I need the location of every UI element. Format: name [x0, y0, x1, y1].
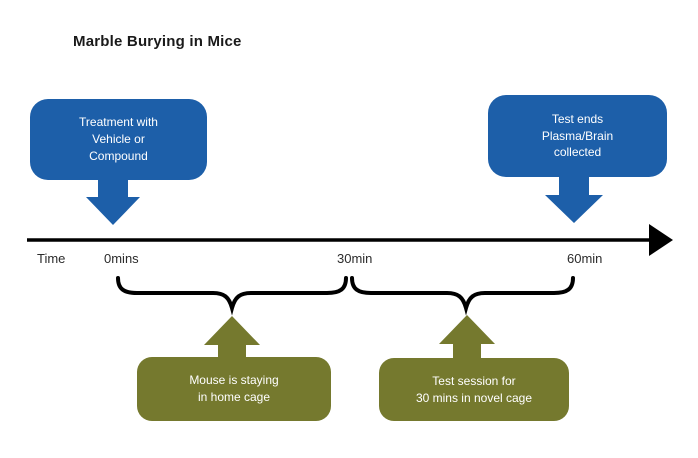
home-cage-box: Mouse is staying in home cage [137, 357, 331, 421]
tick-label-60min: 60min [567, 251, 603, 266]
home-cage-up-arrow-icon [204, 316, 260, 359]
novel-cage-box: Test session for 30 mins in novel cage [379, 358, 569, 421]
tick-label-0mins: 0mins [104, 251, 139, 266]
brace-0-30 [116, 276, 348, 316]
treatment-down-arrow-icon [86, 179, 140, 225]
diagram-title: Marble Burying in Mice [73, 33, 242, 50]
novel-cage-up-arrow-icon [439, 315, 495, 359]
test-end-box: Test ends Plasma/Brain collected [488, 95, 667, 177]
test-end-down-arrow-icon [545, 176, 603, 223]
brace-30-60 [350, 276, 575, 316]
tick-label-30min: 30min [337, 251, 373, 266]
timeline-arrowhead-icon [649, 224, 673, 256]
time-axis-label: Time [37, 251, 66, 266]
treatment-box: Treatment with Vehicle or Compound [30, 99, 207, 180]
